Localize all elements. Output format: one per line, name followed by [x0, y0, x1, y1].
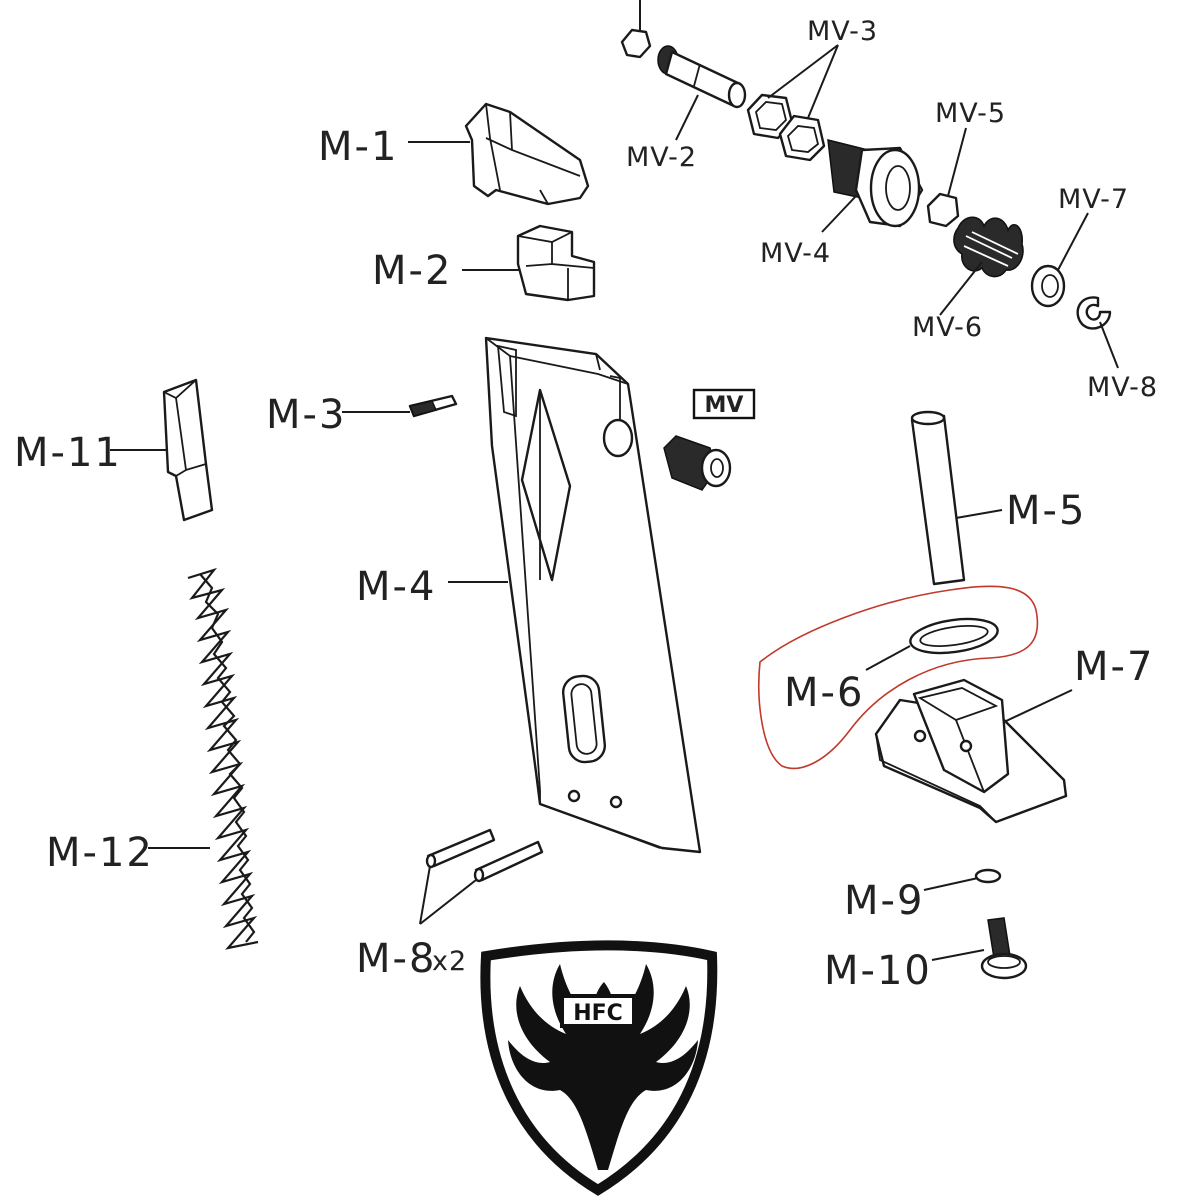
part-m-8-pins — [425, 828, 544, 883]
part-m-4-magazine-body — [484, 336, 702, 854]
part-m-3-pin — [408, 394, 458, 418]
phoenix-mark — [508, 964, 698, 1170]
m-6-highlight-outline — [758, 585, 1039, 770]
part-m-5-rod — [910, 410, 966, 586]
label-m-6: M-6 — [784, 670, 864, 716]
label-m-12: M-12 — [46, 830, 154, 876]
part-m-11-arm — [162, 378, 214, 522]
part-mv-assembly — [663, 435, 732, 491]
label-mv-8: MV-8 — [1087, 372, 1158, 403]
mv-box-label: MV — [705, 393, 744, 418]
label-m-10: M-10 — [824, 948, 932, 994]
part-mv-8-clip — [1076, 296, 1112, 330]
label-m-2: M-2 — [372, 248, 452, 294]
part-mv-5-nut — [926, 192, 960, 228]
part-m-10-screw — [980, 917, 1028, 980]
label-mv-3: MV-3 — [807, 16, 878, 47]
label-m-3: M-3 — [266, 392, 346, 438]
part-mv-4-valve-body — [827, 139, 924, 228]
part-mv-7-ring — [1030, 264, 1066, 308]
mv-valve-group: MV-2 MV-3 MV-4 MV-5 MV-6 MV-7 MV-8 — [620, 0, 1158, 403]
part-mv-2-stem — [657, 45, 747, 109]
mv-box — [692, 388, 756, 420]
label-m-11: M-11 — [14, 430, 122, 476]
label-m-8: M-8 — [356, 936, 436, 982]
label-mv-5: MV-5 — [935, 98, 1006, 129]
label-mv-4: MV-4 — [760, 238, 831, 269]
mv-callout: MV — [663, 388, 756, 491]
part-m-6-o-ring — [909, 617, 999, 655]
label-m-8-qty: x2 — [432, 946, 467, 977]
label-mv-7: MV-7 — [1058, 184, 1129, 215]
part-m-9-washer — [974, 868, 1002, 884]
part-m-12-spring — [187, 567, 259, 950]
label-m-9: M-9 — [844, 878, 924, 924]
part-m-1-follower — [464, 102, 590, 206]
label-m-7: M-7 — [1074, 644, 1154, 690]
part-mv-6-spring — [953, 216, 1024, 278]
label-mv-6: MV-6 — [912, 312, 983, 343]
part-m-7-base-plate — [874, 678, 1068, 824]
label-m-4: M-4 — [356, 564, 436, 610]
hfc-logo: HFC — [480, 940, 718, 1196]
label-mv-2: MV-2 — [626, 142, 697, 173]
label-m-5: M-5 — [1006, 488, 1086, 534]
part-mv-1-nut — [620, 28, 652, 59]
logo-text: HFC — [573, 1001, 623, 1026]
part-m-2-block — [516, 224, 596, 302]
label-m-1: M-1 — [318, 124, 398, 170]
